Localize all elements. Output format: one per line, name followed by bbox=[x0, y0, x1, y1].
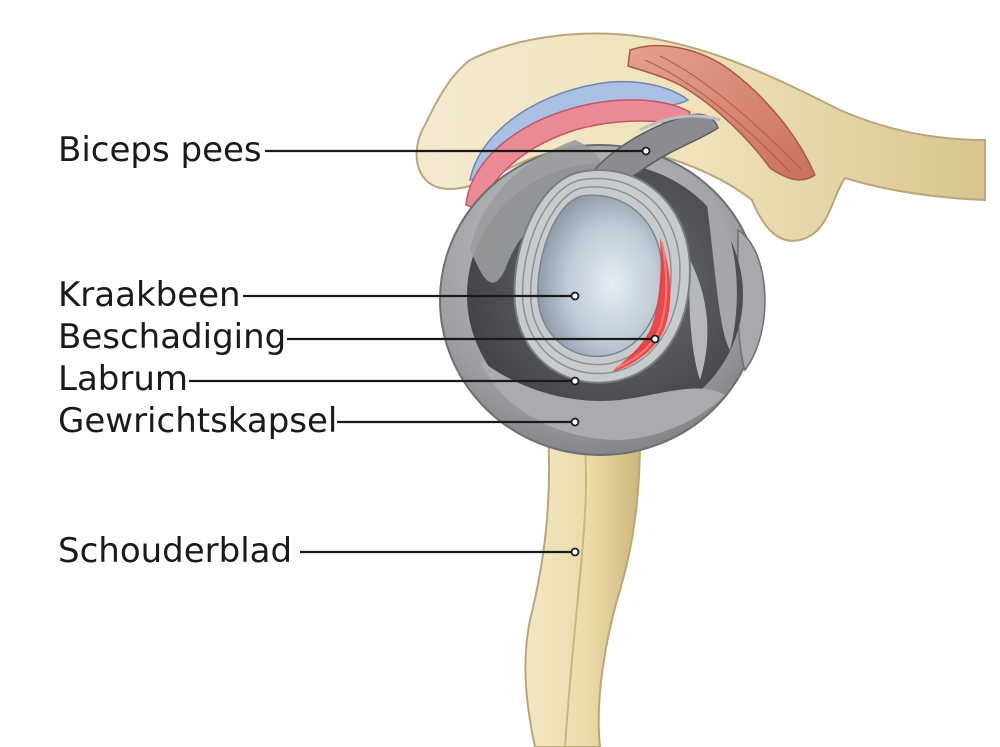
label-beschadiging: Beschadiging bbox=[58, 317, 287, 357]
label-gewrichtskapsel: Gewrichtskapsel bbox=[58, 401, 338, 441]
scapula-shaft bbox=[524, 428, 642, 747]
bursa-red bbox=[465, 99, 691, 211]
leader-lines bbox=[189, 149, 655, 554]
glenoid-cartilage bbox=[537, 194, 663, 358]
label-kraakbeen: Kraakbeen bbox=[58, 275, 241, 315]
leader-dots bbox=[570, 146, 660, 557]
muscle-band bbox=[627, 45, 816, 181]
label-biceps-pees: Biceps pees bbox=[58, 130, 262, 170]
label-schouderblad: Schouderblad bbox=[58, 531, 293, 571]
label-labrum: Labrum bbox=[58, 359, 189, 399]
